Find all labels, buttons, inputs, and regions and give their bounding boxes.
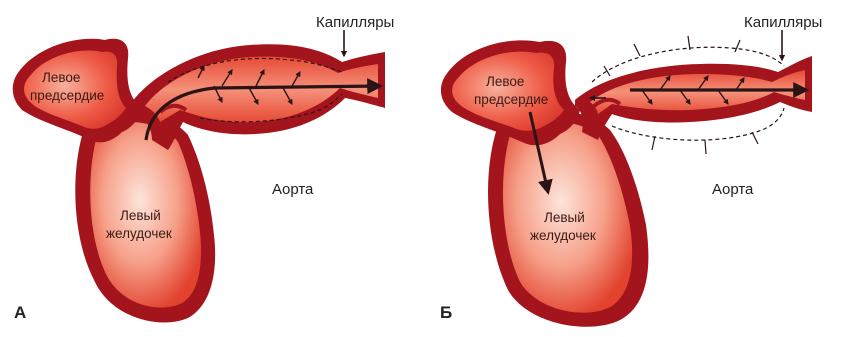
capillaries-label: Капилляры [316, 14, 394, 31]
panel-a: Капилляры Левое предсердие Левый желудоч… [13, 14, 395, 323]
ventricle-label-line-1: Левый [544, 210, 585, 225]
ventricle-label-line-2: желудочек [106, 226, 172, 241]
atrium-label-line-2: предсердие [30, 88, 104, 103]
ventricle-label-line-2: желудочек [530, 228, 596, 243]
capillaries-label: Капилляры [744, 14, 822, 31]
panel-letter-a: А [14, 303, 26, 322]
panel-b: Капилляры Левое предсердие Левый желудоч… [440, 14, 822, 327]
atrium-label-line-2: предсердие [474, 92, 548, 107]
atrium-label-line-1: Левое [42, 70, 80, 85]
atrium-label-line-1: Левое [486, 74, 524, 89]
panel-letter-b: Б [440, 303, 452, 322]
ventricle-label-line-1: Левый [120, 208, 161, 223]
aorta-label: Аорта [712, 181, 754, 198]
aorta-label: Аорта [272, 181, 314, 198]
